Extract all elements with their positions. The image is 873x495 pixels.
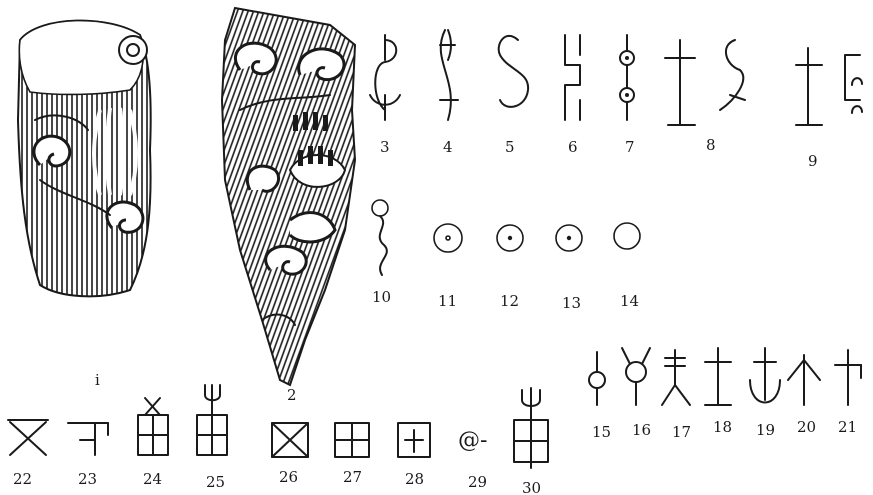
- label-8: 8: [706, 136, 716, 154]
- sign-27: [335, 423, 369, 457]
- label-16: 16: [632, 421, 651, 439]
- label-13: 13: [562, 294, 581, 312]
- label-11: 11: [438, 292, 457, 310]
- label-23: 23: [78, 470, 97, 488]
- sign-25: [197, 385, 227, 455]
- label-18: 18: [713, 418, 732, 436]
- sign-6: [565, 35, 580, 120]
- sign-17: [662, 350, 690, 405]
- label-10: 10: [372, 288, 391, 306]
- sign-21: [835, 350, 861, 405]
- label-7: 7: [625, 138, 635, 156]
- sign-14: [614, 223, 640, 249]
- label-5: 5: [505, 138, 515, 156]
- sign-5: [499, 36, 528, 107]
- object-2-drawing: [222, 8, 355, 385]
- label-6: 6: [568, 138, 578, 156]
- sign-30: [514, 388, 548, 468]
- label-19: 19: [756, 421, 775, 439]
- label-17: 17: [672, 423, 691, 441]
- label-28: 28: [405, 470, 424, 488]
- label-29: 29: [468, 473, 487, 491]
- label-4: 4: [443, 138, 453, 156]
- label-12: 12: [500, 292, 519, 310]
- label-20: 20: [797, 418, 816, 436]
- sign-15: [589, 352, 605, 405]
- sign-12: [497, 225, 523, 251]
- label-14: 14: [620, 292, 639, 310]
- sign-20: [788, 355, 820, 405]
- label-25: 25: [206, 473, 225, 491]
- sign-24: [138, 398, 168, 455]
- sign-11: [434, 224, 462, 252]
- label-26: 26: [279, 468, 298, 486]
- label-3: 3: [380, 138, 390, 156]
- label-1: i: [95, 371, 100, 389]
- label-27: 27: [343, 468, 362, 486]
- label-15: 15: [592, 423, 611, 441]
- sign-9: [796, 48, 862, 125]
- sign-26: [272, 423, 308, 457]
- label-21: 21: [838, 418, 857, 436]
- sign-7: [620, 35, 634, 120]
- sign-22: [8, 420, 48, 455]
- sign-23: [68, 423, 108, 455]
- label-24: 24: [143, 470, 162, 488]
- sign-19: [750, 348, 780, 403]
- label-22: 22: [13, 470, 32, 488]
- object-1-drawing: [18, 21, 151, 297]
- sign-16: [622, 348, 650, 405]
- label-30: 30: [522, 479, 541, 495]
- sign-8: [665, 40, 745, 125]
- sign-4: [440, 30, 458, 120]
- sign-3: [370, 35, 400, 120]
- sign-28: [398, 423, 430, 457]
- sign-13: [556, 225, 582, 251]
- sign-10: [372, 200, 388, 275]
- label-2: 2: [287, 386, 297, 404]
- sign-18: [705, 348, 731, 405]
- sign-29-glyph: @-: [458, 428, 487, 453]
- label-9: 9: [808, 152, 818, 170]
